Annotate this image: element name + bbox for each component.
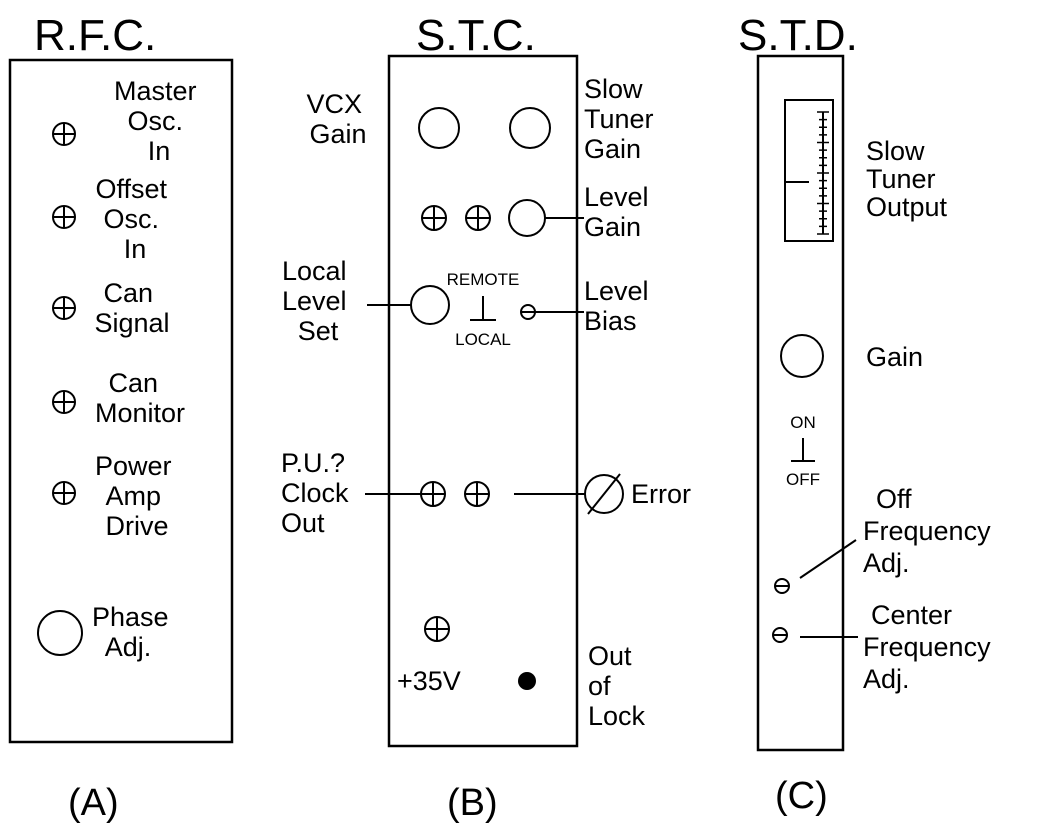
std-gain-knob[interactable] (780, 334, 824, 378)
panel-std (756, 54, 845, 752)
rfc-offset-label: Offset Osc. In (95, 174, 174, 264)
std-slow-tuner-output-meter (784, 99, 834, 242)
stc-vcx-label: VCX Gain (306, 89, 369, 149)
stc-slow-tuner-gain-knob[interactable] (509, 107, 551, 149)
stc-out-of-lock-lamp (518, 672, 536, 690)
stc-remote-local-switch[interactable] (470, 296, 496, 321)
caption-a: (A) (68, 782, 119, 824)
rfc-power-amp-label: Power Amp Drive (95, 451, 179, 541)
stc-pu-clock-jack-2[interactable] (464, 481, 490, 507)
caption-c: (C) (775, 775, 828, 817)
rfc-can-monitor-label: Can Monitor (95, 368, 185, 428)
panel-rfc (8, 58, 234, 744)
rfc-can-signal-jack[interactable] (52, 296, 76, 320)
rfc-phase-label: Phase Adj. (92, 602, 176, 662)
std-off-frequency-leader (799, 539, 857, 579)
stc-pu-clock-label: P.U.? Clock Out (281, 448, 356, 538)
stc-error-meter (584, 473, 624, 515)
caption-b: (B) (447, 782, 498, 824)
stc-vcx-gain-knob[interactable] (418, 107, 460, 149)
rfc-phase-knob[interactable] (37, 610, 83, 656)
std-meter-scale (817, 111, 829, 235)
stc-remote-label: REMOTE (447, 270, 520, 289)
std-off-frequency-label: Off Frequency Adj. (863, 484, 998, 578)
rfc-master-label: Master Osc. In (114, 76, 204, 166)
stc-out-of-lock-label: Out of Lock (588, 641, 646, 731)
std-on-off-switch[interactable] (791, 438, 815, 462)
stc-local-label: LOCAL (455, 330, 511, 349)
stc-local-level-set-knob[interactable] (410, 285, 450, 325)
stc-error-label: Error (631, 479, 691, 509)
stc-35v-jack[interactable] (424, 616, 450, 642)
rfc-can-signal-label: Can Signal (94, 278, 169, 338)
stc-local-level-set-label: Local Level Set (282, 256, 354, 346)
rfc-master-osc-jack[interactable] (52, 122, 76, 146)
std-slow-tuner-output-label: Slow Tuner Output (866, 136, 948, 222)
rfc-can-monitor-jack[interactable] (52, 390, 76, 414)
std-off-label: OFF (786, 470, 820, 489)
stc-pu-clock-jack-1[interactable] (420, 481, 446, 507)
stc-level-gain-label: Level Gain (584, 182, 656, 242)
stc-level-jack-1[interactable] (421, 205, 447, 231)
panel-stc (387, 54, 579, 748)
std-gain-label: Gain (866, 342, 923, 372)
rfc-offset-osc-jack[interactable] (52, 205, 76, 229)
title-rfc: R.F.C. (34, 11, 156, 60)
std-on-label: ON (790, 413, 816, 432)
std-off-frequency-trimmer[interactable] (774, 578, 790, 594)
std-center-frequency-trimmer[interactable] (772, 627, 788, 643)
title-std: S.T.D. (738, 11, 858, 60)
title-stc: S.T.C. (416, 11, 536, 60)
stc-slow-tuner-gain-label: Slow Tuner Gain (584, 74, 661, 164)
stc-level-bias-label: Level Bias (584, 276, 656, 336)
stc-level-jack-2[interactable] (465, 205, 491, 231)
std-center-frequency-label: Center Frequency Adj. (863, 600, 998, 694)
stc-35v-label: +35V (397, 666, 461, 696)
rfc-power-amp-jack[interactable] (52, 481, 76, 505)
